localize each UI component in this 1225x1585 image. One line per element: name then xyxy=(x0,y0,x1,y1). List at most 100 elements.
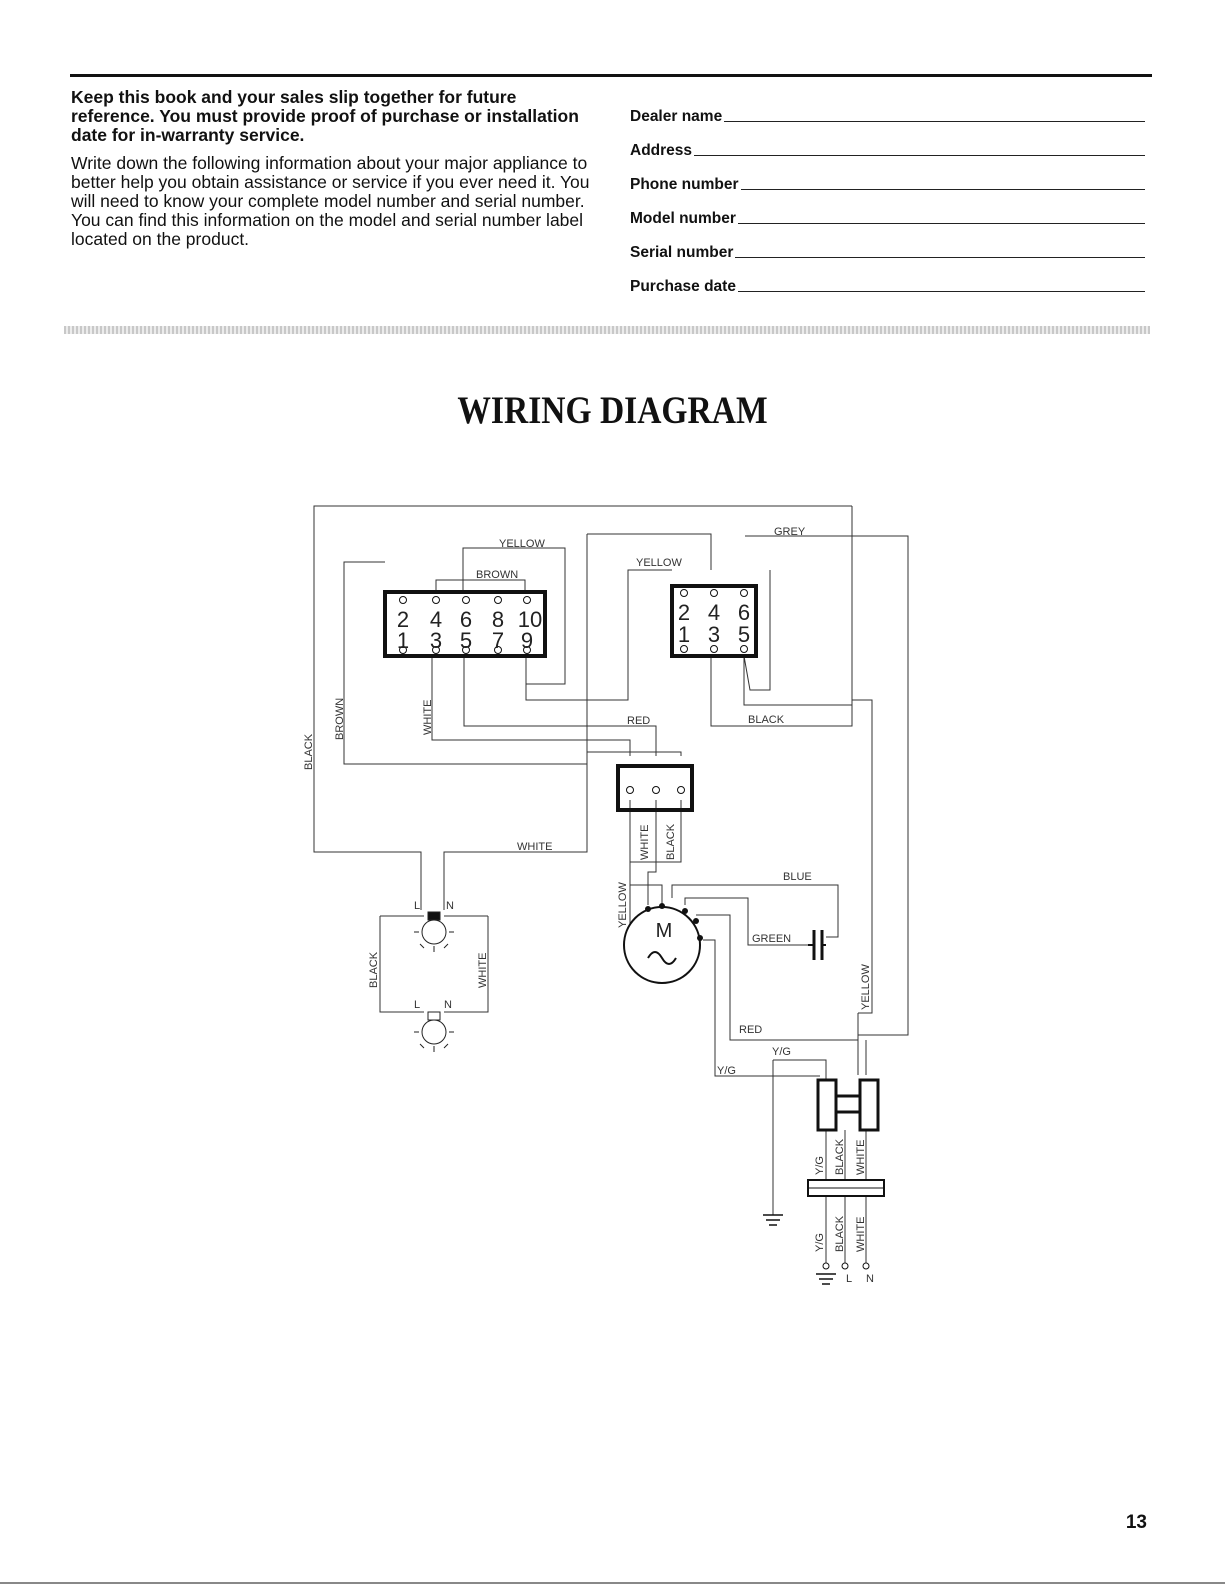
switch-left-label: 9 xyxy=(521,628,533,653)
label-white-supply-bottom: WHITE xyxy=(855,1217,867,1252)
lamp-bottom-icon xyxy=(414,1011,454,1052)
top-rule xyxy=(70,74,1152,77)
label-white-supply-top: WHITE xyxy=(855,1140,867,1175)
switch-left-label: 5 xyxy=(460,628,472,653)
wire-left-vertical xyxy=(343,561,385,592)
label-red-low: RED xyxy=(739,1024,762,1036)
wire-red xyxy=(463,656,587,727)
label-black-right: BLACK xyxy=(748,714,785,726)
capacitor xyxy=(812,930,824,960)
dealer-name-field[interactable]: Dealer name xyxy=(630,92,1145,126)
label-black-supply-bottom: BLACK xyxy=(834,1215,846,1252)
wire-lamp-left xyxy=(379,915,424,1013)
switch-right-label: 2 xyxy=(678,600,690,625)
wire-black-motor xyxy=(647,800,657,905)
motor-ac-symbol xyxy=(647,951,677,965)
label-supply-l: L xyxy=(846,1273,852,1285)
switch-left-label: 3 xyxy=(430,628,442,653)
label-white-lamp: WHITE xyxy=(517,841,552,853)
label-red: RED xyxy=(627,715,650,727)
label-black-term: BLACK xyxy=(665,823,677,860)
model-number-field[interactable]: Model number xyxy=(630,194,1145,228)
label-yellow-left: YELLOW xyxy=(499,538,545,550)
ground-icon xyxy=(763,1214,783,1226)
wire-yellow-mid xyxy=(525,569,672,701)
switch-right-label: 6 xyxy=(738,600,750,625)
wire-red2 xyxy=(587,725,657,756)
wire-right-sw-black xyxy=(710,656,853,727)
record-instructions: Write down the following information abo… xyxy=(71,153,590,249)
label-grey: GREY xyxy=(774,526,806,538)
wire-grey xyxy=(745,535,909,1036)
purchase-date-field[interactable]: Purchase date xyxy=(630,262,1145,296)
lamp-top-icon xyxy=(414,911,454,952)
warranty-note: Keep this book and your sales slip toget… xyxy=(71,87,579,145)
page-number: 13 xyxy=(1125,1512,1147,1533)
wire-black-term xyxy=(587,751,682,756)
label-yellow-right: YELLOW xyxy=(636,557,682,569)
wire-lamp-right xyxy=(444,915,489,1013)
switch-left-label: 8 xyxy=(492,607,504,632)
switch-right-label: 4 xyxy=(708,600,720,625)
address-field[interactable]: Address xyxy=(630,126,1145,160)
switch-right-label: 1 xyxy=(678,622,690,647)
supply-terminal-block xyxy=(816,1078,880,1132)
wire-yg-low xyxy=(703,939,820,1077)
wire-grey-down xyxy=(857,1013,867,1075)
label-black-lamp: BLACK xyxy=(368,951,380,988)
switch-left xyxy=(383,590,547,658)
label-supply-n: N xyxy=(866,1273,874,1285)
label-yg-supply-top: Y/G xyxy=(814,1156,826,1175)
label-white-lamp-v: WHITE xyxy=(477,953,489,988)
wire-white-motor xyxy=(629,800,663,905)
wire-green xyxy=(684,897,808,946)
label-brown-left: BROWN xyxy=(476,569,518,581)
label-white-vertical: WHITE xyxy=(422,700,434,735)
bottom-rule xyxy=(0,1582,1225,1584)
switch-right-label: 3 xyxy=(708,622,720,647)
label-black-outer: BLACK xyxy=(303,733,315,770)
wire-brown-left xyxy=(435,579,526,592)
switch-left-label: 2 xyxy=(397,607,409,632)
switch-left-label: 4 xyxy=(430,607,442,632)
wire-yellow-motor xyxy=(629,800,682,930)
motor-label: M xyxy=(656,920,673,942)
switch-left-label: 6 xyxy=(460,607,472,632)
wire-brown xyxy=(343,592,587,765)
wire-yg-top xyxy=(773,1059,827,1080)
wire-white-switch xyxy=(431,656,631,756)
label-blue: BLUE xyxy=(783,871,812,883)
switch-left-label: 10 xyxy=(518,607,542,632)
label-yellow-grey: YELLOW xyxy=(860,964,872,1010)
label-lamp-l-bottom: L xyxy=(414,999,420,1011)
wire-right-sw-6 xyxy=(743,570,771,691)
label-lamp-l-top: L xyxy=(414,900,420,912)
label-yellow-motor: YELLOW xyxy=(617,882,629,928)
label-yg-low: Y/G xyxy=(717,1065,736,1077)
switch-left-label: 1 xyxy=(397,628,409,653)
info-column: Keep this book and your sales slip toget… xyxy=(71,88,601,249)
label-brown-vertical: BROWN xyxy=(334,698,346,740)
label-green: GREEN xyxy=(752,933,791,945)
phone-number-field[interactable]: Phone number xyxy=(630,160,1145,194)
serial-number-field[interactable]: Serial number xyxy=(630,228,1145,262)
wire-white-lamp xyxy=(443,534,588,910)
wire-right-sw-link xyxy=(743,656,852,706)
label-yg-supply-bottom: Y/G xyxy=(814,1233,826,1252)
wire-yellow-right xyxy=(852,699,873,1014)
wire-outer-loop xyxy=(313,505,852,910)
wire-blue xyxy=(671,884,839,938)
diagram-title: WIRING DIAGRAM xyxy=(457,389,768,432)
wire-top-link xyxy=(587,533,712,570)
label-white-term: WHITE xyxy=(639,825,651,860)
label-yg-top: Y/G xyxy=(772,1046,791,1058)
switch-right-label: 5 xyxy=(738,622,750,647)
switch-left-contact xyxy=(399,596,407,604)
label-lamp-n-top: N xyxy=(446,900,454,912)
wire-yellow-left xyxy=(462,547,566,685)
switch-right xyxy=(670,584,758,658)
label-black-supply-top: BLACK xyxy=(834,1138,846,1175)
label-lamp-n-bottom: N xyxy=(444,999,452,1011)
supply-ground-icon xyxy=(816,1273,836,1285)
